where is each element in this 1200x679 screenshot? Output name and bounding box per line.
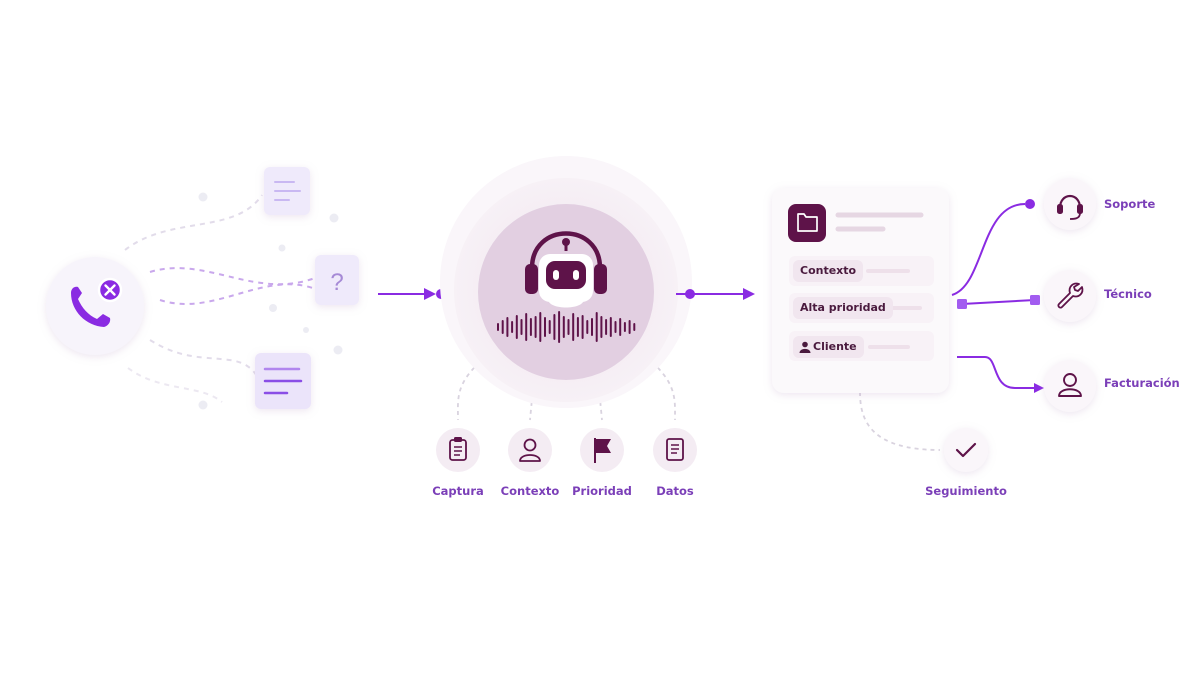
user-icon [1058,373,1082,397]
dashed-connector [529,377,535,421]
tag-alta-prioridad: Alta prioridad [793,297,893,319]
folder-badge [788,204,826,242]
step-datos [653,428,697,472]
step-node [436,428,480,472]
step-label-contexto: Contexto [500,484,560,498]
dashed-connector [159,283,319,305]
decor-dot [303,327,309,333]
dashed-connector [859,391,941,451]
flow-arrow-out [676,288,755,300]
route-facturacion [957,356,1036,389]
phone-icon [71,286,111,327]
route-soporte-node [1044,178,1096,230]
dashed-connector [456,361,481,421]
missed-call-icon [97,277,123,303]
flag-icon [594,438,611,463]
decor-dot [333,345,343,355]
route-label-tecnico: Técnico [1104,287,1152,301]
incoming-inputs: ? [46,167,359,410]
voice-waveform [497,311,636,343]
tag-cliente: Cliente [793,336,864,358]
clipboard-icon [449,437,467,461]
dashed-connector [149,267,316,286]
decor-dot [329,213,339,223]
question-card [315,255,359,305]
followup-node [944,428,988,472]
route-tecnico-node [1044,270,1096,322]
routing-lines [951,199,1044,393]
dashed-connector [597,377,603,421]
decor-dot [198,400,208,410]
decor-dot [269,304,277,312]
route-facturacion-node [1044,360,1096,412]
step-captura [436,428,480,472]
route-label-facturacion: Facturación [1104,376,1180,390]
check-icon [955,442,977,458]
step-label-captura: Captura [432,484,484,498]
step-node [653,428,697,472]
dashed-connector [651,361,676,421]
route-soporte [951,203,1026,296]
question-mark: ? [330,269,343,296]
dashed-connector [124,194,263,251]
step-label-prioridad: Prioridad [572,484,632,498]
folder-icon [797,213,818,232]
flow-arrow-in [378,288,446,300]
route-tecnico [961,299,1036,305]
decor-dot [278,244,286,252]
ticket-card [772,188,949,451]
step-contexto [508,428,552,472]
headset-icon [1057,194,1083,220]
dashed-connector [127,367,223,403]
user-icon [799,341,811,353]
ai-agent [440,156,692,421]
dashed-connector [149,339,259,379]
step-label-datos: Datos [656,484,694,498]
robot-headset-icon [525,231,607,308]
decor-dot [198,192,208,202]
wrench-icon [1057,282,1084,309]
call-node [46,257,144,355]
document-icon [666,438,684,461]
user-icon [519,438,541,462]
route-label-soporte: Soporte [1104,197,1156,211]
step-prioridad [580,428,624,472]
followup-label: Seguimiento [925,484,1007,498]
tag-contexto: Contexto [793,260,864,282]
tag-cliente-label: Cliente [813,340,857,353]
